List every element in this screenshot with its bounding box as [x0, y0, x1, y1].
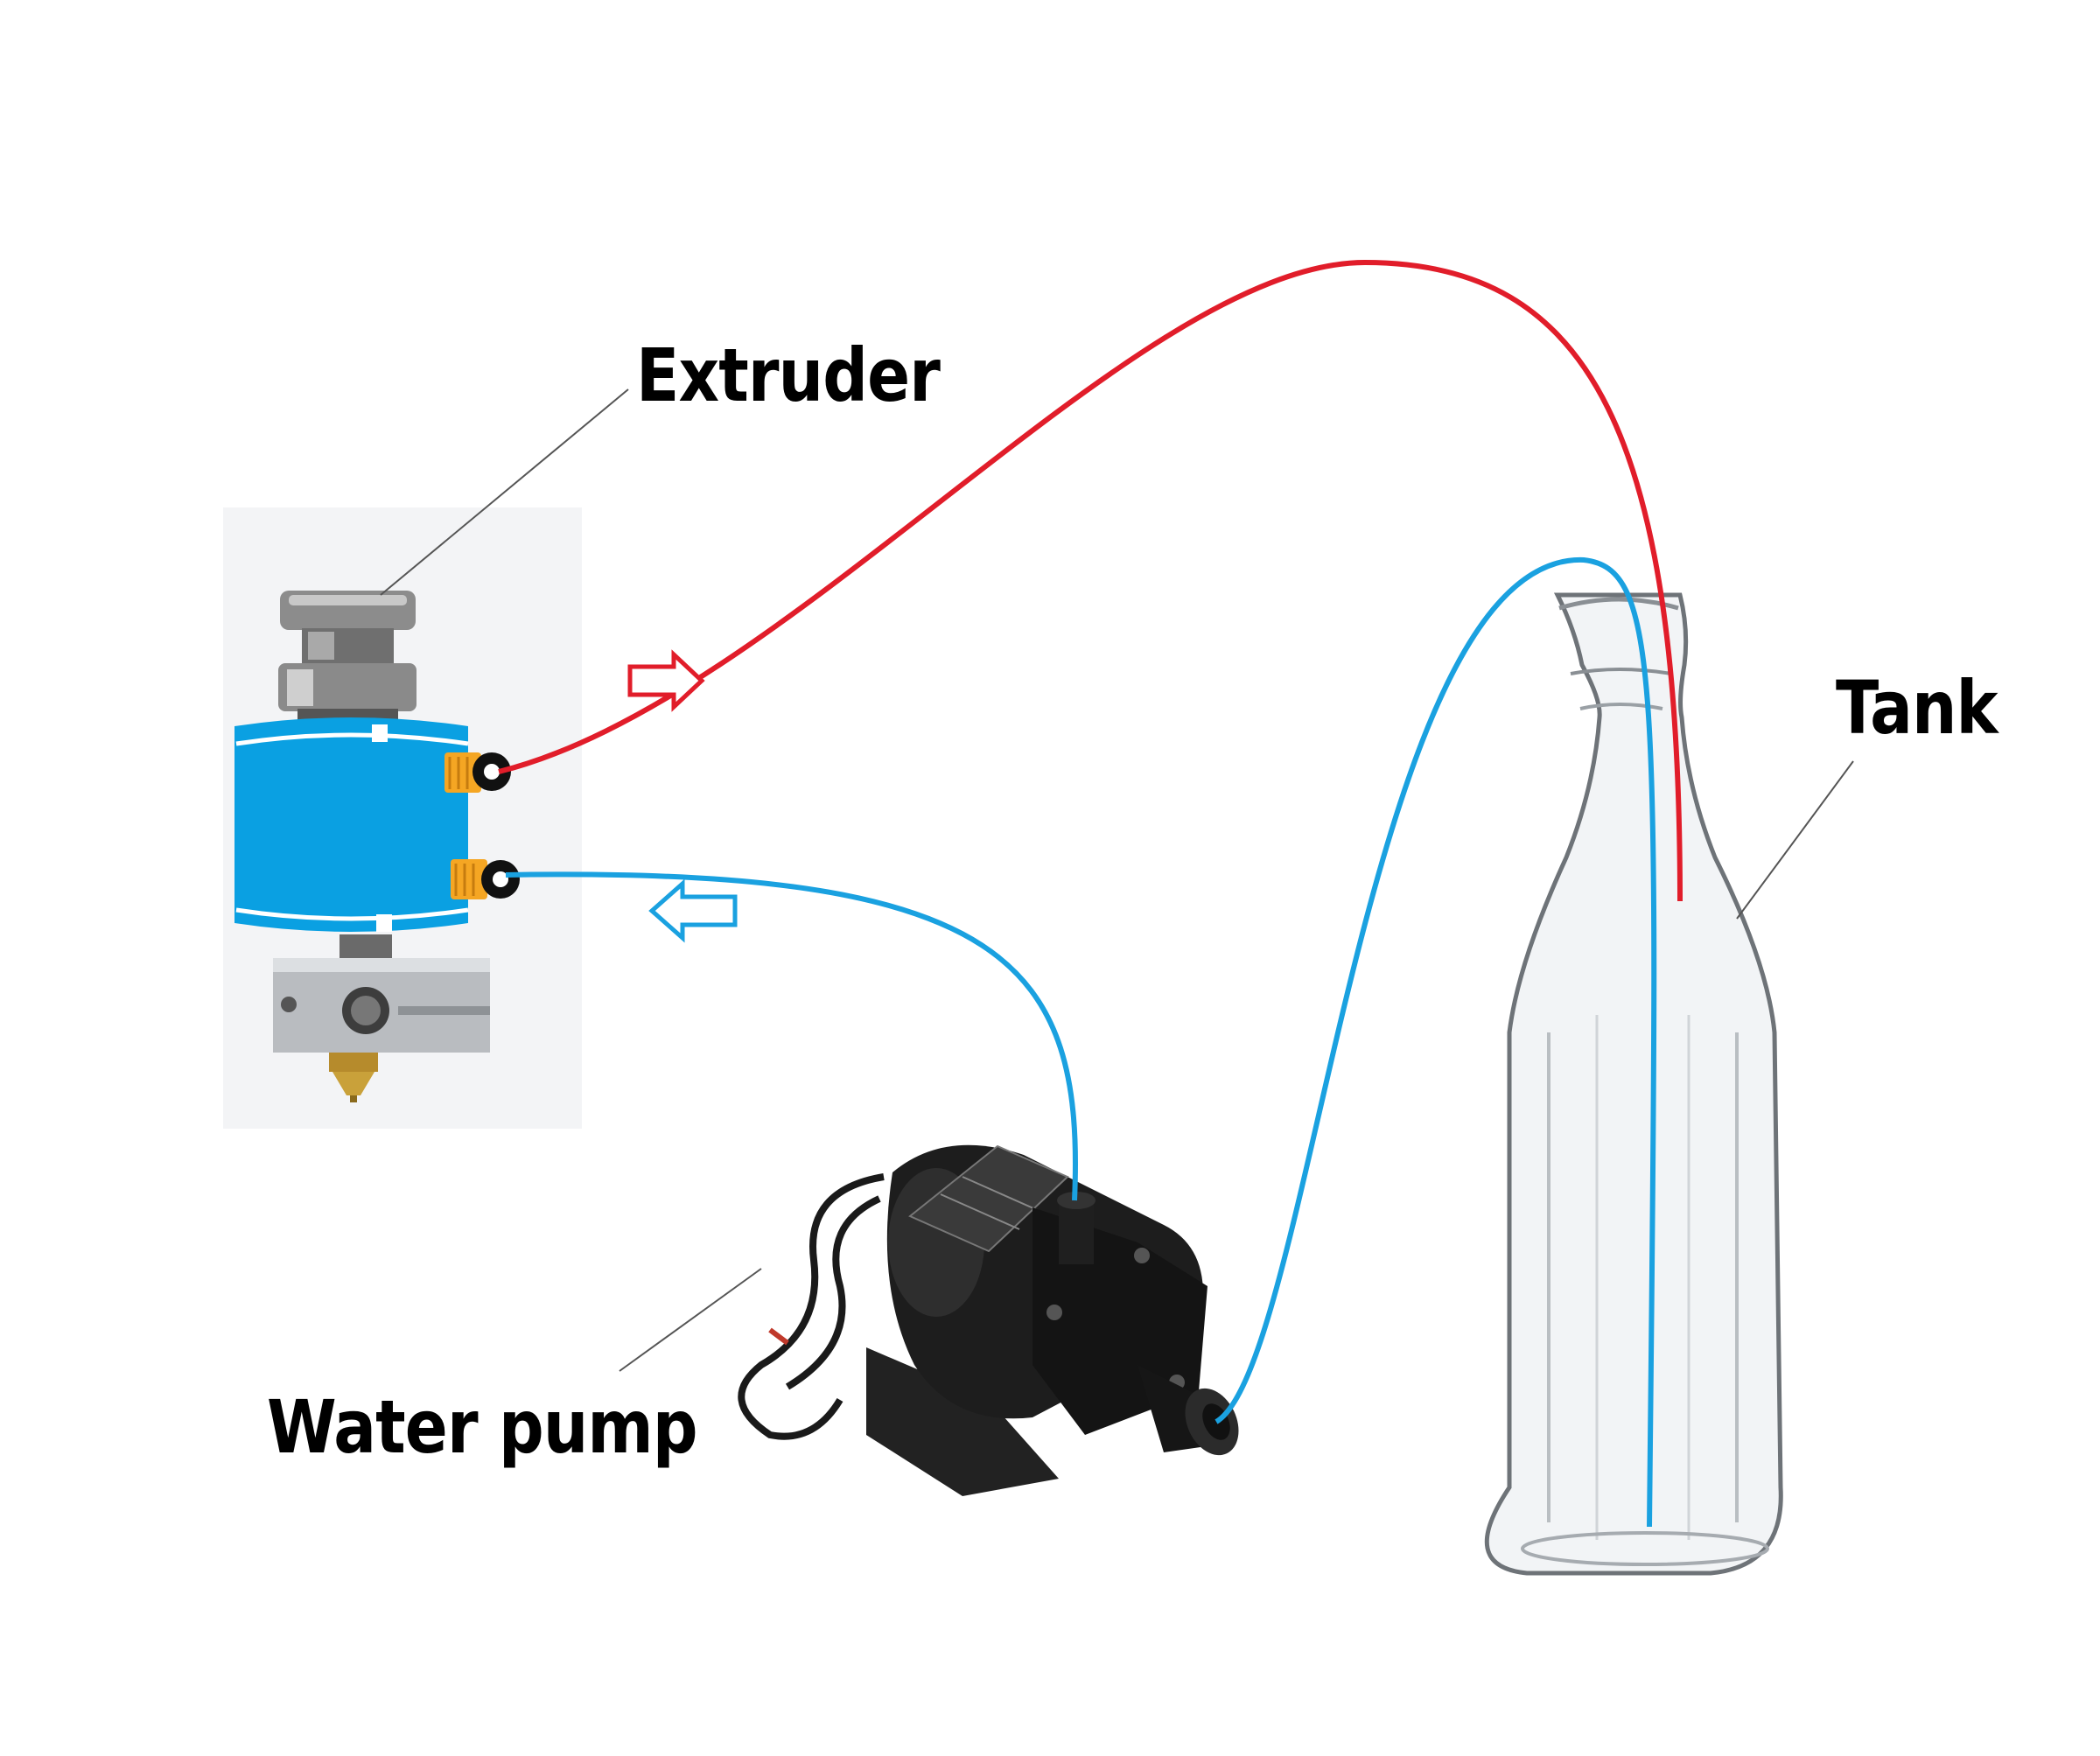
nozzle	[329, 1053, 378, 1102]
extruder	[223, 507, 582, 1129]
water-pump	[738, 1144, 1239, 1496]
inlet-fitting	[451, 859, 520, 899]
water-cooling-block	[234, 717, 469, 932]
extruder-leader-line	[380, 388, 629, 596]
cold-supply-tube	[505, 871, 1078, 1201]
water-pump-label: Water pump	[267, 1384, 698, 1470]
hot-flow-arrow	[627, 649, 705, 712]
extruder-label: Extruder	[636, 332, 941, 418]
tank-leader-line	[1736, 760, 1854, 920]
suction-tube	[1214, 556, 1657, 1528]
heater-block	[273, 934, 490, 1053]
outlet-fitting	[444, 752, 511, 793]
hot-return-tube	[498, 259, 1683, 902]
tank-label: Tank	[1836, 665, 1998, 751]
cold-flow-arrow	[648, 878, 738, 943]
heatsink-cap	[278, 591, 416, 726]
tank-bottle	[1484, 592, 1783, 1576]
water-pump-leader-line	[619, 1268, 762, 1372]
